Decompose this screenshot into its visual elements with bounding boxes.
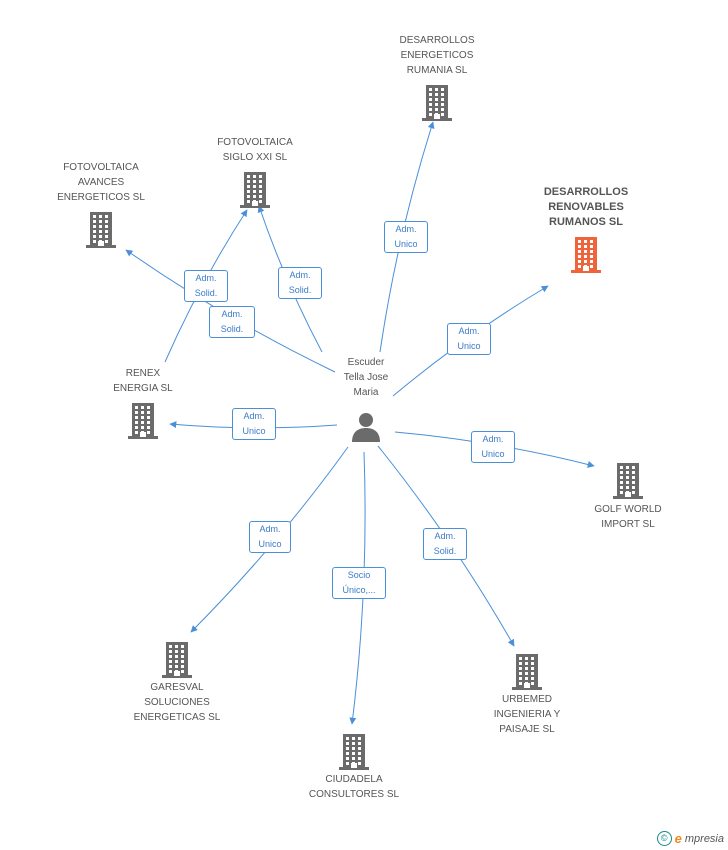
edge-label-fotovoltaica-siglo-xxi[interactable]: Adm. Solid.	[278, 267, 322, 299]
building-icon[interactable]	[126, 403, 160, 439]
edge-label-desarrollos-energeticos-rumania[interactable]: Adm. Unico	[384, 221, 428, 253]
company-label-garesval-soluciones[interactable]: GARESVAL SOLUCIONES ENERGETICAS SL	[133, 682, 221, 723]
edge-label-desarrollos-renovables-rumanos[interactable]: Adm. Unico	[447, 323, 491, 355]
brand-initial: e	[674, 831, 682, 846]
company-label-desarrollos-energeticos-rumania[interactable]: DESARROLLOS ENERGETICOS RUMANIA SL	[399, 35, 475, 76]
building-icon[interactable]	[611, 463, 645, 499]
company-label-golf-world-import[interactable]: GOLF WORLD IMPORT SL	[594, 504, 662, 530]
person-icon[interactable]	[349, 410, 383, 444]
edge-label-golf-world-import[interactable]: Adm. Unico	[471, 431, 515, 463]
building-icon[interactable]	[238, 172, 272, 208]
company-label-urbemed-ingenieria[interactable]: URBEMED INGENIERIA Y PAISAJE SL	[493, 694, 561, 735]
building-icon[interactable]	[420, 85, 454, 121]
edge-label-renex-energia[interactable]: Adm. Unico	[232, 408, 276, 440]
company-label-fotovoltaica-avances-energeticos[interactable]: FOTOVOLTAICA AVANCES ENERGETICOS SL	[57, 162, 145, 203]
building-icon[interactable]	[337, 734, 371, 770]
edge-label-fotovoltaica-siglo-xxi[interactable]: Adm. Solid.	[184, 270, 228, 302]
company-label-ciudadela-consultores[interactable]: CIUDADELA CONSULTORES SL	[308, 774, 400, 800]
copyright-icon: ©	[656, 831, 672, 846]
person-label[interactable]: Escuder Tella Jose Maria	[343, 357, 389, 398]
brand-name: mpresia	[684, 832, 724, 845]
building-icon[interactable]	[84, 212, 118, 248]
building-icon[interactable]	[569, 237, 603, 273]
company-label-fotovoltaica-siglo-xxi[interactable]: FOTOVOLTAICA SIGLO XXI SL	[217, 137, 293, 163]
company-label-desarrollos-renovables-rumanos[interactable]: DESARROLLOS RENOVABLES RUMANOS SL	[543, 186, 629, 228]
company-label-renex-energia[interactable]: RENEX ENERGIA SL	[113, 368, 173, 394]
building-icon[interactable]	[510, 654, 544, 690]
edge-label-ciudadela-consultores[interactable]: Socio Único,...	[332, 567, 386, 599]
edge-label-fotovoltaica-avances-energeticos[interactable]: Adm. Solid.	[209, 306, 255, 338]
edge-label-garesval-soluciones[interactable]: Adm. Unico	[249, 521, 291, 553]
edge-label-urbemed-ingenieria[interactable]: Adm. Solid.	[423, 528, 467, 560]
building-icon[interactable]	[160, 642, 194, 678]
